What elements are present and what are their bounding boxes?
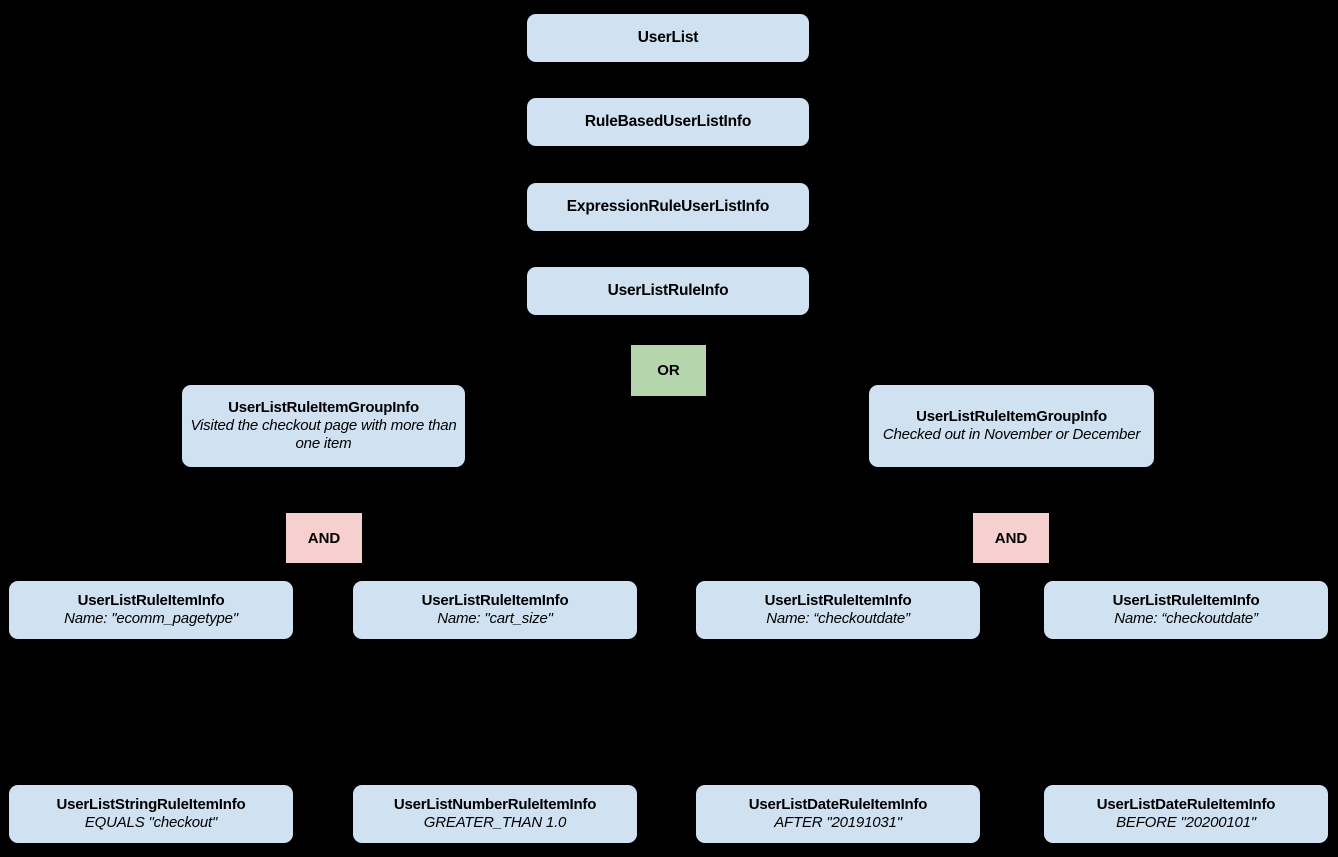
node-leaf-2-subtitle: GREATER_THAN 1.0 <box>423 814 567 831</box>
node-item-3[interactable]: UserListRuleItemInfo Name: “checkoutdate… <box>696 581 980 639</box>
node-item-4-title: UserListRuleItemInfo <box>1112 592 1260 610</box>
edge-ruleinfo-down <box>667 315 669 343</box>
edge-item4-to-leaf4 <box>1184 639 1186 785</box>
node-item-2[interactable]: UserListRuleItemInfo Name: "cart_size" <box>353 581 637 639</box>
edge-group-right-down <box>1010 467 1012 511</box>
node-leaf-3-subtitle: AFTER "20191031" <box>774 814 902 831</box>
node-user-list-rule-info-title: UserListRuleInfo <box>607 281 729 299</box>
arrow-group-right <box>1004 376 1018 387</box>
node-leaf-4-title: UserListDateRuleItemInfo <box>1096 796 1276 814</box>
node-rule-based-user-list-info-title: RuleBasedUserListInfo <box>584 112 752 130</box>
operator-badge-and-right-label: AND <box>994 529 1028 547</box>
node-leaf-4-subtitle: BEFORE "20200101" <box>1116 814 1256 831</box>
edge-and-right-horizontal <box>837 511 1186 513</box>
edge-and-left-leg-1 <box>150 511 152 581</box>
arrow-leaf-3 <box>831 776 845 787</box>
node-user-list-rule-info[interactable]: UserListRuleInfo <box>527 267 809 315</box>
operator-badge-and-left-label: AND <box>307 529 341 547</box>
arrow-leaf-4 <box>1178 776 1192 787</box>
node-group-left[interactable]: UserListRuleItemGroupInfo Visited the ch… <box>182 385 465 467</box>
arrow-leaf-2 <box>488 776 502 787</box>
edge-or-branch-horizontal <box>323 343 1012 345</box>
edge-or-branch-right-drop <box>1010 343 1012 385</box>
node-group-right[interactable]: UserListRuleItemGroupInfo Checked out in… <box>869 385 1154 467</box>
edge-userlist-to-rulebased <box>667 62 669 102</box>
arrow-item-1 <box>144 572 158 583</box>
node-group-right-title: UserListRuleItemGroupInfo <box>916 408 1107 426</box>
node-item-1-subtitle: Name: "ecomm_pagetype" <box>64 610 238 627</box>
edge-item3-to-leaf3 <box>837 639 839 785</box>
operator-badge-and-right: AND <box>973 513 1049 563</box>
node-leaf-3-title: UserListDateRuleItemInfo <box>748 796 928 814</box>
node-group-right-subtitle: Checked out in November or December <box>882 426 1141 443</box>
node-item-2-title: UserListRuleItemInfo <box>421 592 569 610</box>
node-expression-rule-user-list-info-title: ExpressionRuleUserListInfo <box>566 197 770 215</box>
node-leaf-1-subtitle: EQUALS "checkout" <box>84 814 218 831</box>
edge-and-right-leg-2 <box>1184 511 1186 581</box>
node-user-list[interactable]: UserList <box>527 14 809 62</box>
arrow-leaf-1 <box>144 776 158 787</box>
node-item-4[interactable]: UserListRuleItemInfo Name: “checkoutdate… <box>1044 581 1328 639</box>
edge-expression-to-ruleinfo <box>667 231 669 271</box>
operator-badge-or-label: OR <box>657 362 680 379</box>
edge-group-left-down <box>322 467 324 511</box>
arrow-expression <box>661 177 675 188</box>
node-group-left-subtitle: Visited the checkout page with more than… <box>190 417 457 452</box>
edge-rulebased-to-expression <box>667 146 669 186</box>
edge-and-left-horizontal <box>150 511 495 513</box>
edge-and-left-leg-2 <box>494 511 496 581</box>
node-expression-rule-user-list-info[interactable]: ExpressionRuleUserListInfo <box>527 183 809 231</box>
arrow-item-2 <box>488 572 502 583</box>
node-leaf-1-title: UserListStringRuleItemInfo <box>56 796 246 814</box>
node-item-1-title: UserListRuleItemInfo <box>77 592 225 610</box>
node-leaf-1[interactable]: UserListStringRuleItemInfo EQUALS "check… <box>9 785 293 843</box>
node-item-4-subtitle: Name: “checkoutdate” <box>1114 610 1258 627</box>
operator-badge-and-left: AND <box>286 513 362 563</box>
node-item-2-subtitle: Name: "cart_size" <box>437 610 553 627</box>
node-item-1[interactable]: UserListRuleItemInfo Name: "ecomm_pagety… <box>9 581 293 639</box>
node-user-list-title: UserList <box>637 28 699 46</box>
edge-item2-to-leaf2 <box>494 639 496 785</box>
node-leaf-4[interactable]: UserListDateRuleItemInfo BEFORE "2020010… <box>1044 785 1328 843</box>
node-leaf-3[interactable]: UserListDateRuleItemInfo AFTER "20191031… <box>696 785 980 843</box>
node-item-3-subtitle: Name: “checkoutdate” <box>766 610 910 627</box>
node-item-3-title: UserListRuleItemInfo <box>764 592 912 610</box>
node-leaf-2-title: UserListNumberRuleItemInfo <box>393 796 597 814</box>
arrow-item-4 <box>1178 572 1192 583</box>
edge-and-right-leg-1 <box>837 511 839 581</box>
node-group-left-title: UserListRuleItemGroupInfo <box>228 399 419 417</box>
arrow-item-3 <box>831 572 845 583</box>
node-rule-based-user-list-info[interactable]: RuleBasedUserListInfo <box>527 98 809 146</box>
edge-item1-to-leaf1 <box>150 639 152 785</box>
operator-badge-or: OR <box>631 345 706 396</box>
arrow-group-left <box>316 376 330 387</box>
edge-or-branch-left-drop <box>322 343 324 385</box>
node-leaf-2[interactable]: UserListNumberRuleItemInfo GREATER_THAN … <box>353 785 637 843</box>
